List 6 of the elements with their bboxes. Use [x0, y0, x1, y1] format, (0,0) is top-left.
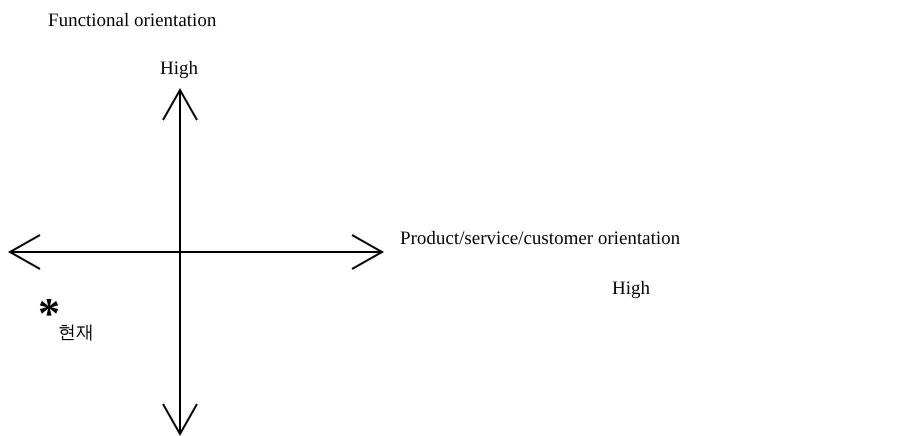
axis-end-label: High [612, 278, 650, 301]
axis-end-label: High [160, 58, 198, 81]
position-label: 현재 [58, 322, 94, 344]
position-marker: * [38, 296, 60, 332]
axis-title: Functional orientation [48, 10, 216, 33]
axis-title: Product/service/customer orientation [400, 228, 680, 251]
